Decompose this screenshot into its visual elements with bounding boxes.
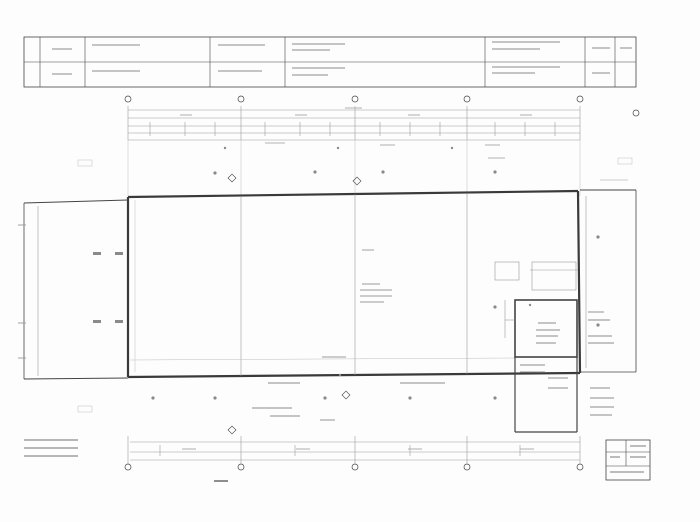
grid-markers-top — [124, 95, 640, 117]
office-room — [514, 299, 578, 358]
left-extension — [18, 199, 129, 380]
main-building — [126, 189, 582, 379]
lower-zone — [77, 373, 581, 464]
grid-markers-bottom — [124, 463, 584, 471]
dimension-lines-top — [127, 106, 581, 140]
header-scan-text — [52, 41, 632, 76]
title-block — [605, 439, 651, 481]
upper-zone — [77, 139, 633, 196]
right-annex — [493, 179, 637, 433]
header-table — [23, 36, 637, 88]
bottom-left-notes — [24, 439, 228, 482]
